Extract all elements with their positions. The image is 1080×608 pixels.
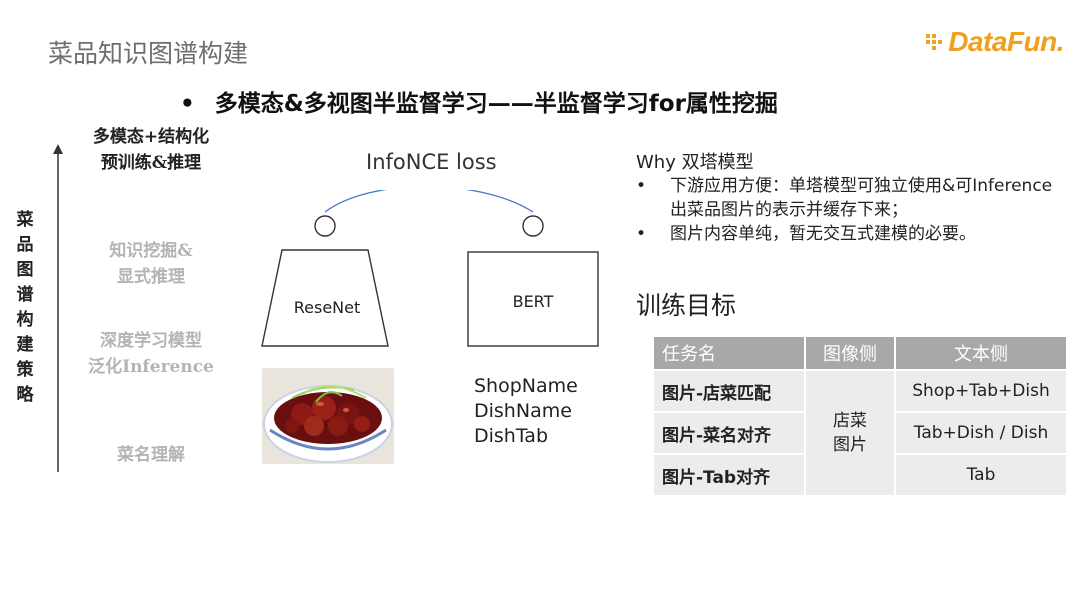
bullet: •	[636, 176, 647, 196]
image-side-text: 店菜图片	[833, 411, 867, 455]
image-encoder-tower	[261, 249, 389, 347]
why-reasons-list: • 下游应用方便：单塔模型可独立使用&可Inference出菜品图片的表示并缓存…	[636, 174, 1056, 246]
text-side-cell: Shop+Tab+Dish	[896, 371, 1066, 411]
table-row: 图片-Tab对齐 Tab	[654, 455, 1066, 495]
text-field-item: DishTab	[474, 425, 549, 447]
text-input-fields: ShopName DishName DishTab	[474, 374, 578, 449]
text-embedding-node	[522, 215, 544, 237]
slide-subtitle: • 多模态&多视图半监督学习——半监督学习for属性挖掘	[180, 84, 778, 118]
infonce-loss-label: InfoNCE loss	[366, 150, 497, 174]
datafun-logo: DataFun.	[926, 26, 1064, 58]
image-embedding-node	[314, 215, 336, 237]
list-item: • 下游应用方便：单塔模型可独立使用&可Inference出菜品图片的表示并缓存…	[636, 174, 1056, 222]
strategy-level-deep-learning: 深度学习模型 泛化Inference	[56, 328, 246, 380]
column-header-task: 任务名	[654, 337, 804, 369]
column-header-image-side: 图像侧	[806, 337, 894, 369]
text-encoder-label: BERT	[512, 292, 554, 311]
level-line: 显式推理	[117, 267, 185, 287]
logo-dots-icon	[926, 34, 943, 50]
table-row: 图片-菜名对齐 Tab+Dish / Dish	[654, 413, 1066, 453]
task-cell: 图片-Tab对齐	[654, 455, 804, 495]
text-field-item: ShopName	[474, 375, 578, 397]
subtitle-text: 多模态&多视图半监督学习——半监督学习for属性挖掘	[214, 91, 778, 117]
logo-text: DataFun.	[948, 26, 1064, 57]
level-line: 深度学习模型	[100, 331, 202, 351]
page-title: 菜品知识图谱构建	[48, 39, 249, 68]
list-item: • 图片内容单纯，暂无交互式建模的必要。	[636, 222, 1056, 246]
strategy-axis-arrow	[53, 144, 63, 472]
task-cell: 图片-店菜匹配	[654, 371, 804, 411]
strategy-level-knowledge-mining: 知识挖掘& 显式推理	[56, 238, 246, 290]
level-line: 泛化Inference	[88, 357, 214, 377]
similarity-arc	[324, 190, 534, 213]
image-side-cell: 店菜图片	[806, 371, 894, 495]
level-line: 菜名理解	[117, 445, 185, 465]
dish-photo	[262, 368, 394, 464]
bullet: •	[636, 224, 647, 244]
task-cell: 图片-菜名对齐	[654, 413, 804, 453]
level-line: 多模态+结构化	[92, 127, 210, 147]
subtitle-bullet: •	[180, 91, 195, 117]
table-header-row: 任务名 图像侧 文本侧	[654, 337, 1066, 369]
why-two-tower-title: Why 双塔模型	[636, 152, 754, 173]
strategy-level-dish-name: 菜名理解	[56, 442, 246, 468]
training-objectives-title: 训练目标	[636, 291, 737, 320]
strategy-axis-label: 菜品图谱构建策略	[16, 210, 34, 405]
column-header-text-side: 文本侧	[896, 337, 1066, 369]
image-encoder-label: ReseNet	[293, 298, 361, 317]
level-line: 预训练&推理	[100, 153, 202, 173]
text-field-item: DishName	[474, 400, 572, 422]
text-side-cell: Tab	[896, 455, 1066, 495]
training-objectives-table: 任务名 图像侧 文本侧 图片-店菜匹配 店菜图片 Shop+Tab+Dish 图…	[652, 335, 1068, 497]
text-encoder-tower	[467, 251, 599, 347]
reason-text: 下游应用方便：单塔模型可独立使用&可Inference出菜品图片的表示并缓存下来…	[670, 176, 1053, 220]
two-tower-diagram	[261, 190, 599, 347]
level-line: 知识挖掘&	[109, 241, 193, 261]
reason-text: 图片内容单纯，暂无交互式建模的必要。	[670, 224, 976, 244]
text-side-cell: Tab+Dish / Dish	[896, 413, 1066, 453]
table-row: 图片-店菜匹配 店菜图片 Shop+Tab+Dish	[654, 371, 1066, 495]
strategy-level-multimodal: 多模态+结构化 预训练&推理	[56, 124, 246, 176]
